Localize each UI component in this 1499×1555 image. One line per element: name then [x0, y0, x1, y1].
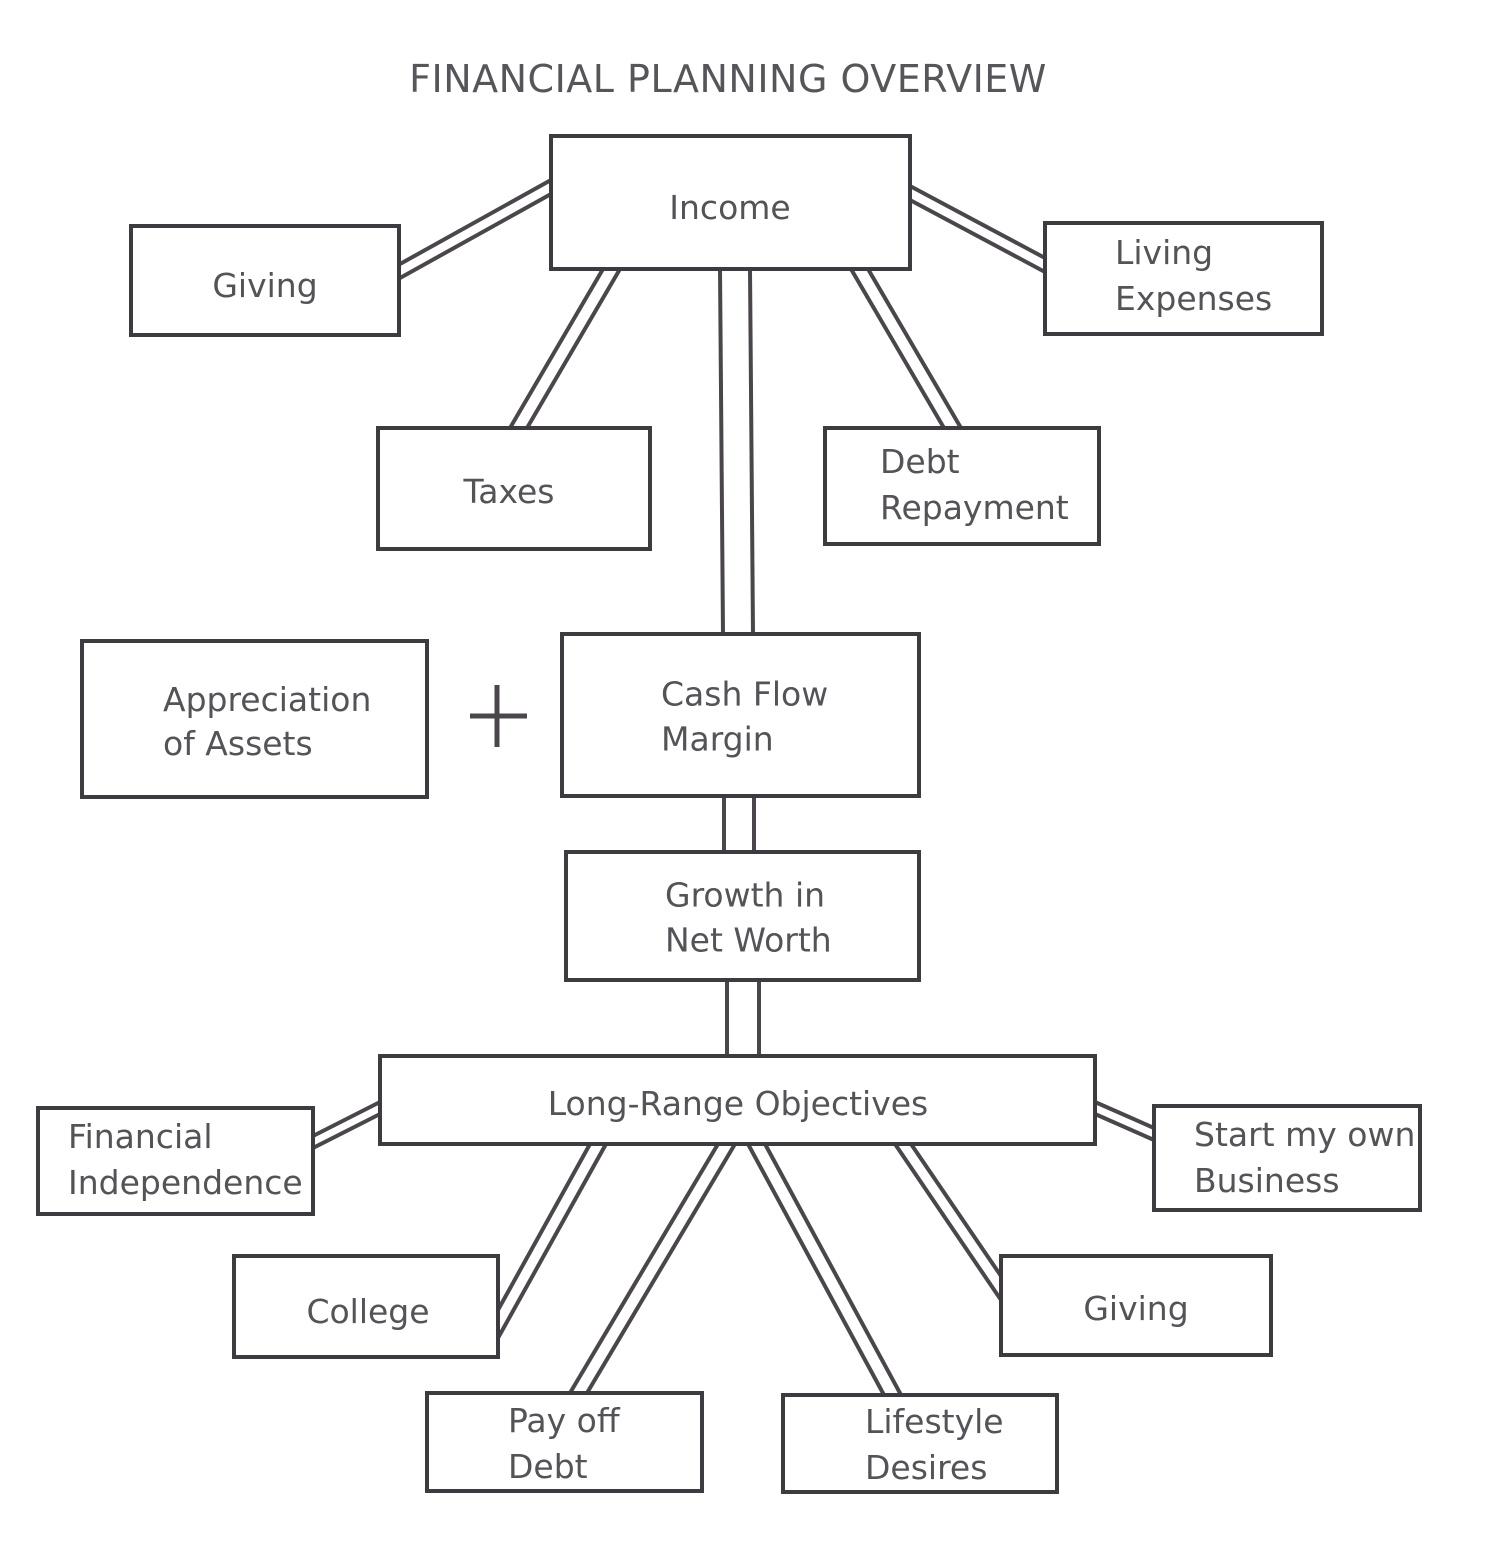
connectors [312, 178, 1155, 1396]
connector-long-range-financial-independence [312, 1100, 381, 1150]
college-label: College [306, 1292, 429, 1331]
taxes-label: Taxes [463, 472, 555, 511]
growth-label-line: Growth in [665, 876, 825, 915]
connector-growth-long-range [725, 980, 761, 1056]
financial-independence-label-line: Financial [68, 1117, 213, 1156]
connector-long-range-start-business [1094, 1100, 1155, 1142]
long-range-label-line: Long-Range Objectives [548, 1084, 929, 1123]
connector-income-debt-repayment [849, 267, 963, 430]
appreciation-label-line: of Assets [163, 724, 313, 763]
giving-top-label: Giving [212, 266, 317, 305]
giving-box: Giving [129, 224, 401, 337]
connector-income-living-expenses [909, 184, 1046, 274]
appreciation-label-line: Appreciation [163, 680, 371, 719]
income-box: Income [549, 134, 912, 271]
giving-bottom-label: Giving [1083, 1289, 1188, 1328]
pay-off-debt-label-line: Debt [508, 1447, 588, 1486]
appreciation-label: Appreciation of Assets [163, 680, 371, 763]
living-expenses-label-line: Expenses [1115, 279, 1272, 318]
cash-flow-label-line: Margin [661, 720, 774, 759]
connector-long-range-pay-off-debt [568, 1142, 737, 1395]
giving-top-label-line: Giving [212, 266, 317, 305]
lifestyle-label-line: Desires [865, 1448, 987, 1487]
long-range-label: Long-Range Objectives [548, 1084, 929, 1123]
connector-income-giving [399, 178, 552, 280]
taxes-box: Taxes [376, 426, 652, 551]
income-label: Income [669, 188, 790, 227]
college-box: College [232, 1254, 500, 1359]
debt-repayment-label-line: Repayment [880, 488, 1069, 527]
start-business-label-line: Start my own [1194, 1115, 1415, 1154]
connector-long-range-college [496, 1143, 608, 1339]
connector-cash-flow-growth [722, 796, 756, 852]
connector-income-taxes [508, 267, 622, 430]
connector-income-cash-flow [718, 268, 755, 635]
giving-bottom-label-line: Giving [1083, 1289, 1188, 1328]
taxes-label-line: Taxes [463, 472, 555, 511]
lifestyle-label-line: Lifestyle [865, 1402, 1004, 1441]
college-label-line: College [306, 1292, 429, 1331]
growth-label: Growth in Net Worth [665, 876, 832, 960]
debt-repayment-label-line: Debt [880, 442, 960, 481]
start-business-label-line: Business [1194, 1161, 1340, 1200]
diagram-title: FINANCIAL PLANNING OVERVIEW [409, 57, 1047, 101]
connector-long-range-giving [893, 1142, 1003, 1302]
living-expenses-label-line: Living [1115, 233, 1213, 272]
income-label-line: Income [669, 188, 790, 227]
pay-off-debt-label-line: Pay off [508, 1401, 621, 1440]
connector-long-range-lifestyle [746, 1143, 903, 1396]
growth-label-line: Net Worth [665, 921, 832, 960]
plus-icon [470, 685, 527, 747]
growth-in-net-worth-box: Growth in Net Worth [564, 850, 921, 982]
appreciation-of-assets-box: Appreciation of Assets [80, 639, 429, 799]
giving-objective-box: Giving [999, 1254, 1273, 1357]
cash-flow-label-line: Cash Flow [661, 675, 828, 714]
long-range-objectives-box: Long-Range Objectives [378, 1054, 1097, 1146]
financial-independence-label-line: Independence [68, 1163, 303, 1202]
